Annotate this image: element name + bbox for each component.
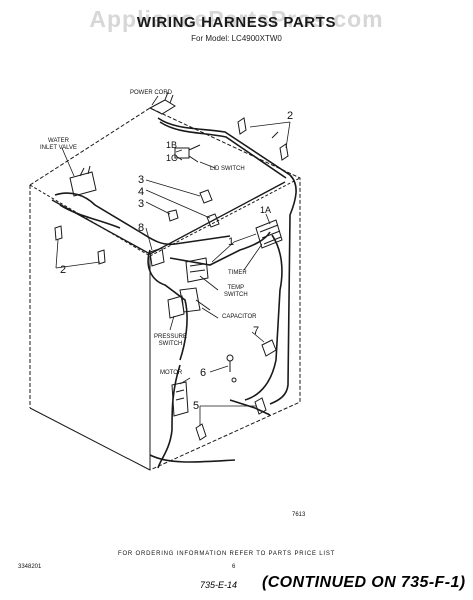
callout-5: 5: [193, 400, 200, 412]
page-number: 6: [232, 564, 236, 570]
leader-lines: [55, 95, 291, 426]
callout-1a: 1A: [260, 205, 272, 215]
label-pressure-switch-line1: PRESSURE: [154, 334, 188, 340]
components: [54, 91, 289, 441]
label-capacitor: CAPACITOR: [222, 314, 257, 320]
label-pressure-switch-line2: SWITCH: [158, 341, 183, 347]
label-lid-switch: LID SWITCH: [210, 166, 245, 172]
part-code: 3348201: [18, 564, 42, 570]
label-timer: TIMER: [228, 270, 247, 276]
callout-2-left: 2: [60, 264, 67, 276]
label-temp-switch-line2: SWITCH: [224, 292, 248, 298]
callout-8: 8: [138, 222, 145, 234]
callout-3: 3: [138, 174, 145, 186]
continued-note: (CONTINUED ON 735-F-1): [262, 574, 466, 591]
callout-4: 4: [138, 186, 145, 198]
label-motor: MOTOR: [160, 370, 183, 376]
label-water-inlet-valve: WATER INLET VALVE: [40, 138, 77, 152]
callout-1: 1: [228, 236, 235, 248]
label-power-cord: POWER CORD: [130, 90, 172, 96]
callout-6: 6: [200, 367, 207, 379]
callout-1c: 1C: [166, 153, 178, 163]
label-temp-switch-line1: TEMP: [227, 285, 245, 291]
label-water-inlet-valve-line1: WATER: [48, 138, 70, 144]
callout-7: 7: [253, 325, 260, 337]
handwritten-ref: 735-E-14: [200, 580, 238, 590]
label-pressure-switch: PRESSURE SWITCH: [154, 334, 187, 348]
model-number: For Model: LC4900XTW0: [191, 34, 282, 43]
callout-3b: 3: [138, 198, 145, 210]
label-temp-switch: TEMP SWITCH: [224, 285, 248, 299]
wire-harness: [54, 117, 297, 469]
ordering-note: FOR ORDERING INFORMATION REFER TO PARTS …: [118, 551, 336, 557]
callout-1b: 1B: [166, 140, 178, 150]
figure-code: 7613: [292, 512, 306, 518]
page-title: WIRING HARNESS PARTS: [136, 14, 337, 31]
watermark: AppliancePartsPros.com: [89, 6, 384, 32]
label-water-inlet-valve-line2: INLET VALVE: [40, 145, 78, 151]
callout-2-top: 2: [287, 110, 294, 122]
cabinet-outline: [29, 107, 301, 471]
